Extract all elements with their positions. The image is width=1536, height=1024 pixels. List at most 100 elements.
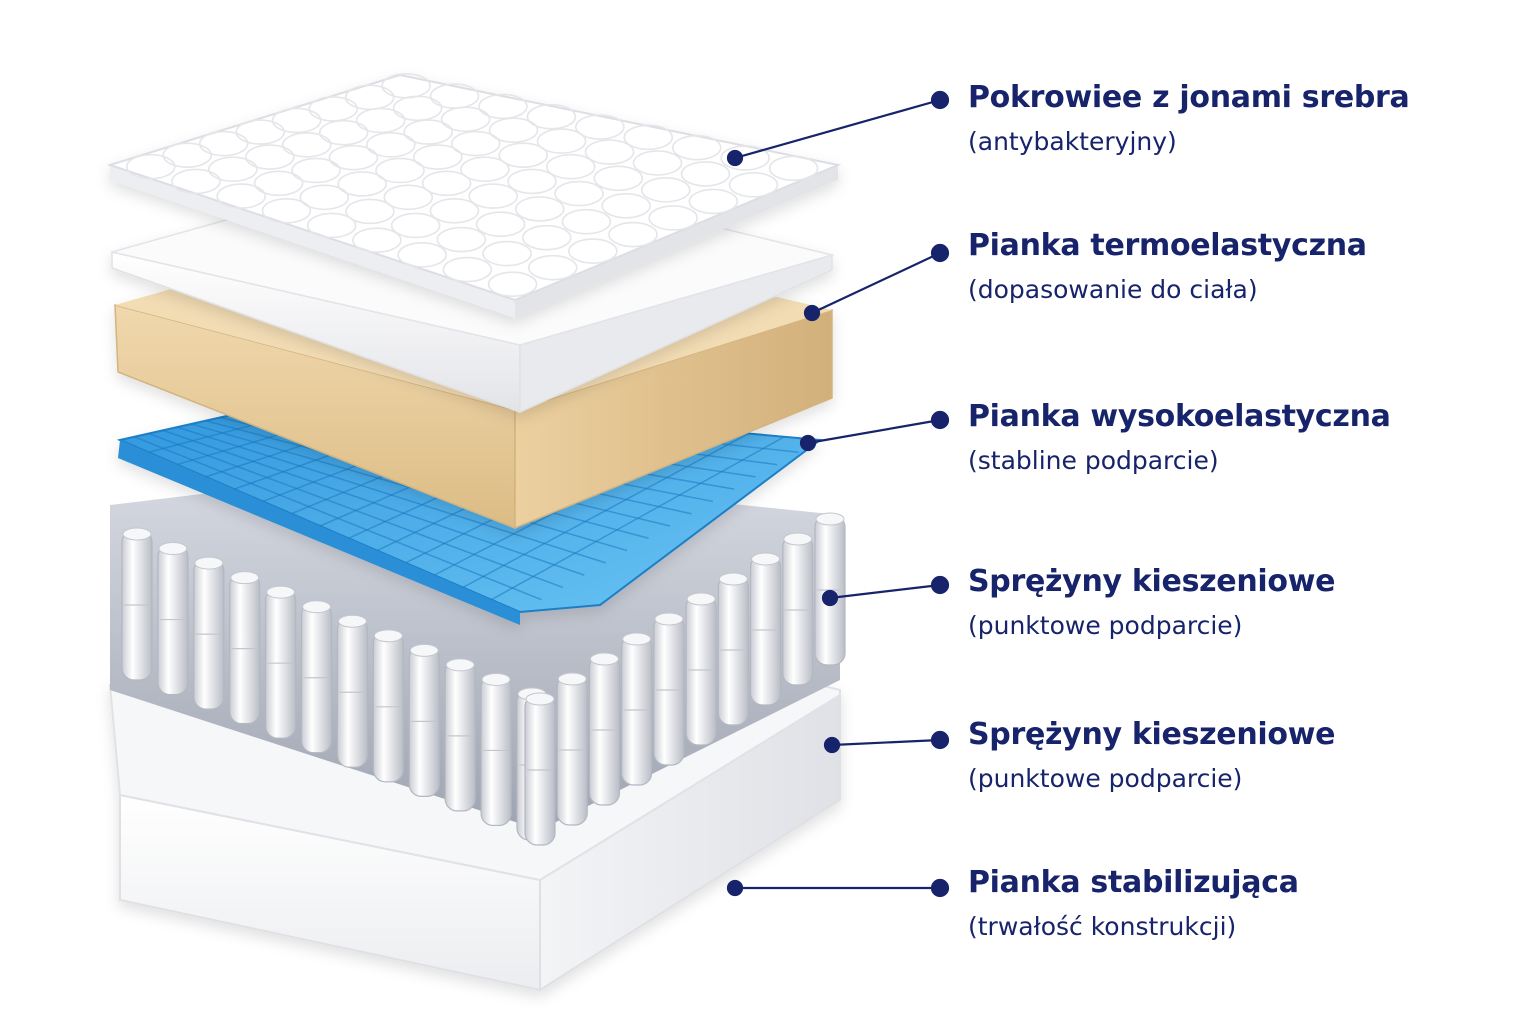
- leader-dot-end: [930, 90, 950, 110]
- spring-cylinder: [265, 585, 297, 739]
- layer-label-springs-1: Sprężyny kieszeniowe (punktowe podparcie…: [968, 563, 1508, 643]
- quilted-cover-layer: [106, 72, 842, 318]
- quilt-stitch: [568, 238, 618, 264]
- quilt-stitch: [306, 212, 357, 239]
- spring-cylinder: [336, 614, 369, 768]
- quilt-stitch: [460, 156, 510, 183]
- quilt-stitch: [421, 170, 472, 197]
- quilt-stitch: [468, 183, 518, 209]
- quilt-stitch: [375, 157, 425, 184]
- layer-title: Pokrowiee z jonami srebra: [968, 80, 1410, 115]
- quilt-stitch: [235, 119, 285, 145]
- quilt-stitch: [352, 227, 402, 253]
- quilt-stitch: [125, 153, 176, 180]
- quilt-stitch: [561, 208, 612, 235]
- quilt-stitch: [507, 168, 557, 195]
- spring-cylinder: [814, 512, 846, 666]
- foam-grid-line: [462, 432, 749, 589]
- quilt-stitch: [478, 93, 528, 120]
- quilt-stitch: [593, 165, 644, 192]
- quilt-stitch: [527, 254, 578, 281]
- quilt-stitch: [429, 83, 480, 109]
- quilt-stitch: [526, 103, 577, 130]
- quilt-stitch: [299, 184, 350, 211]
- spring-cylinder: [408, 643, 440, 797]
- spring-cylinder: [621, 632, 653, 786]
- quilt-stitch: [271, 107, 322, 134]
- quilt-stitch: [442, 256, 493, 283]
- spring-rows-front: [121, 527, 548, 841]
- quilt-stitch: [308, 96, 358, 122]
- spring-cylinder: [300, 600, 333, 754]
- spring-cylinder: [157, 542, 189, 696]
- spring-cylinder: [121, 527, 153, 681]
- quilt-stitch: [671, 134, 722, 161]
- layer-label-base: Pianka stabilizująca (trwałość konstrukc…: [968, 864, 1508, 944]
- quilt-stitch: [487, 271, 538, 298]
- layer-subtitle: (stabline podparcie): [968, 446, 1219, 475]
- quilt-stitch: [253, 170, 304, 197]
- layer-subtitle: (dopasowanie do ciała): [968, 275, 1258, 304]
- layer-subtitle: (punktowe podparcie): [968, 764, 1243, 793]
- quilt-stitch: [575, 114, 625, 140]
- quilt-stitch: [515, 196, 565, 222]
- layer-label-springs-2: Sprężyny kieszeniowe (punktowe podparcie…: [968, 716, 1508, 796]
- pocket-springs-layer: [110, 470, 846, 846]
- spring-cylinder: [588, 652, 621, 806]
- quilt-stitch: [436, 226, 487, 253]
- layer-title: Sprężyny kieszeniowe: [968, 717, 1336, 752]
- spring-cylinder: [372, 629, 404, 783]
- quilt-stitch: [365, 132, 416, 158]
- spring-cylinder: [556, 672, 588, 826]
- spring-cylinder: [782, 532, 814, 686]
- leader-dot-start: [726, 149, 744, 167]
- quilt-stitch: [482, 240, 532, 267]
- quilt-stitch: [488, 117, 539, 143]
- quilt-stitch: [281, 132, 332, 158]
- quilt-stitch: [413, 144, 463, 170]
- quilt-stitch: [198, 130, 249, 157]
- quilt-stitch: [498, 142, 549, 168]
- quilt-stitch: [632, 150, 683, 176]
- quilt-stitch: [728, 172, 779, 198]
- layer-subtitle: (punktowe podparcie): [968, 611, 1243, 640]
- quilt-stitch: [383, 184, 434, 211]
- quilt-stitch: [680, 161, 731, 187]
- quilt-stitch: [328, 144, 379, 171]
- quilt-stitch: [208, 156, 258, 183]
- layer-title: Pianka stabilizująca: [968, 865, 1299, 900]
- quilt-stitch: [344, 84, 395, 111]
- quilt-stitch: [397, 242, 447, 268]
- quilt-stitch: [475, 211, 526, 238]
- quilt-stitch: [640, 177, 691, 203]
- spring-cylinder: [229, 571, 261, 725]
- layer-title: Pianka termoelastyczna: [968, 228, 1367, 263]
- quilt-stitch: [261, 197, 312, 224]
- spring-cylinder: [193, 556, 225, 710]
- spring-cylinder: [444, 658, 476, 812]
- quilt-stitch: [608, 221, 658, 248]
- spring-cylinder: [717, 572, 749, 726]
- leader-lines: [726, 90, 950, 898]
- quilt-stitch: [318, 119, 369, 146]
- quilt-stitch: [688, 188, 739, 215]
- quilt-stitch: [623, 124, 674, 151]
- layer-label-memory-foam: Pianka termoelastyczna (dopasowanie do c…: [968, 227, 1508, 307]
- spring-cylinder: [749, 552, 782, 706]
- layer-title: Sprężyny kieszeniowe: [968, 564, 1336, 599]
- quilt-stitch: [601, 192, 651, 219]
- spring-rows-side: [524, 512, 846, 846]
- quilt-stitch: [171, 168, 221, 195]
- quilt-stitch: [381, 72, 431, 99]
- quilt-stitch: [545, 153, 596, 180]
- quilt-stitch: [536, 128, 587, 154]
- quilt-stitch: [216, 183, 266, 209]
- quilt-stitch: [345, 198, 395, 225]
- layer-label-hr-foam: Pianka wysokoelastyczna (stabline podpar…: [968, 398, 1508, 478]
- quilt-stitch: [245, 144, 295, 170]
- quilt-stitch: [768, 155, 819, 182]
- layer-title: Pianka wysokoelastyczna: [968, 399, 1391, 434]
- foam-grid-line: [491, 436, 785, 601]
- spring-cylinder: [524, 692, 556, 846]
